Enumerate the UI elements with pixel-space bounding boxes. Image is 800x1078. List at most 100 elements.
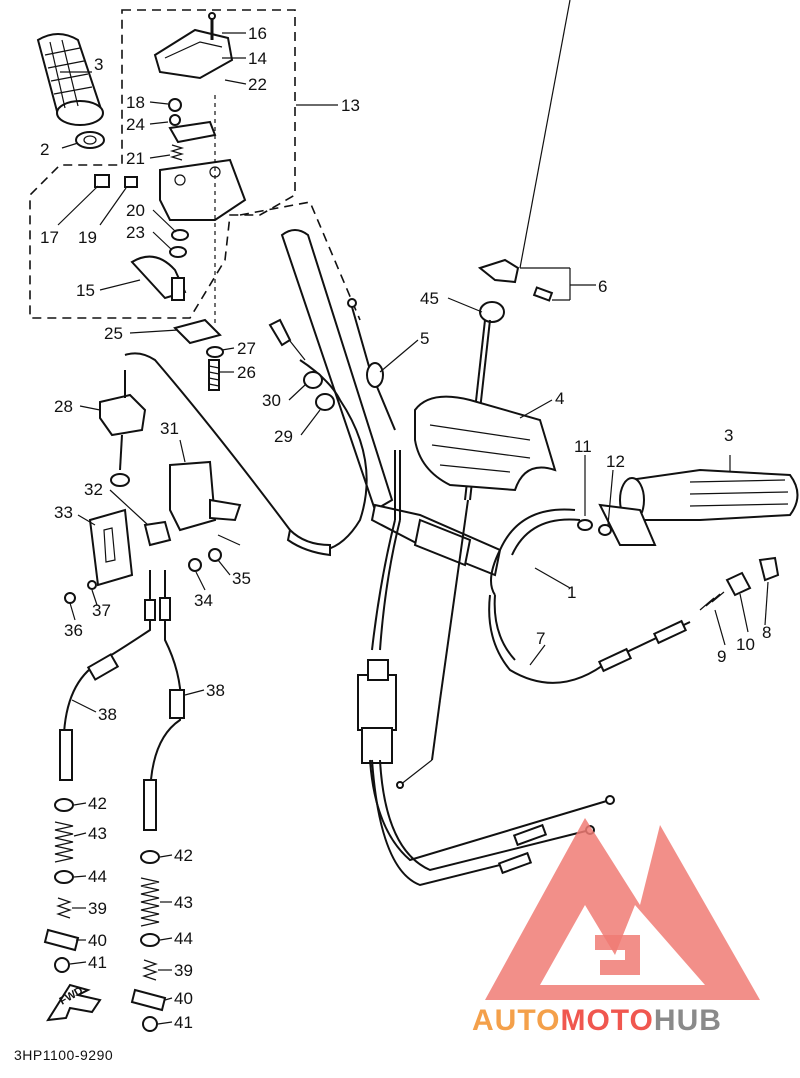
part-code: 3HP1100-9290 (14, 1047, 113, 1063)
handlebar (280, 229, 502, 577)
screws-34-35 (188, 548, 222, 572)
clamp-25 (173, 318, 222, 345)
callout-17: 17 (40, 228, 59, 247)
switch-assembly-boundary (29, 9, 296, 319)
brand-hub: HUB (654, 1004, 722, 1037)
left-grip (36, 33, 104, 126)
cable-29 (268, 318, 368, 557)
callout-7: 7 (536, 629, 545, 648)
callout-3-right: 3 (724, 426, 733, 445)
guide-line-1 (239, 201, 361, 321)
callout-1: 1 (567, 583, 576, 602)
lever-clip-6 (477, 258, 554, 302)
callout-29: 29 (274, 427, 293, 446)
callout-38-left: 38 (98, 705, 117, 724)
callout-16: 16 (248, 24, 267, 43)
washer-27 (206, 346, 224, 358)
callout-14: 14 (248, 49, 267, 68)
callout-37: 37 (92, 601, 111, 620)
part-32 (143, 520, 172, 547)
watermark-brand: AUTOMOTOHUB (472, 1004, 722, 1037)
svg-text:AUTOMOTOHUB: AUTOMOTOHUB (472, 1004, 722, 1037)
callout-42-right: 42 (174, 846, 193, 865)
callout-35: 35 (232, 569, 251, 588)
cable-7 (488, 594, 691, 684)
callout-42-left: 42 (88, 794, 107, 813)
cover-4 (414, 395, 557, 492)
callout-40-right: 40 (174, 989, 193, 1008)
callout-12: 12 (606, 452, 625, 471)
spring-21 (169, 144, 185, 161)
callout-34: 34 (194, 591, 213, 610)
spring-stack-right (130, 850, 167, 1032)
callout-41-right: 41 (174, 1013, 193, 1032)
callout-24: 24 (126, 115, 145, 134)
callout-26: 26 (237, 363, 256, 382)
callout-39-left: 39 (88, 899, 107, 918)
callout-25: 25 (104, 324, 123, 343)
screws-36-37 (64, 580, 97, 604)
callout-41-left: 41 (88, 953, 107, 972)
switch-wire (124, 352, 291, 531)
screw-16 (208, 12, 216, 40)
switch-28 (99, 370, 147, 487)
callout-21: 21 (126, 149, 145, 168)
callout-13: 13 (341, 96, 360, 115)
callout-28: 28 (54, 397, 73, 416)
callout-2: 2 (40, 140, 49, 159)
clip-10 (725, 571, 752, 597)
brand-moto: MOTO (560, 1004, 653, 1037)
spring-9 (699, 591, 725, 611)
callout-6: 6 (598, 277, 607, 296)
callout-45: 45 (420, 289, 439, 308)
choke-lever-15 (130, 255, 187, 301)
callout-27: 27 (237, 339, 256, 358)
bolt-26 (208, 359, 220, 391)
switch-31 (169, 460, 242, 532)
callout-3-left: 3 (94, 55, 103, 74)
callout-9: 9 (717, 647, 726, 666)
callout-labels: 16 14 22 13 3 18 24 2 21 17 19 20 23 15 … (40, 24, 771, 1032)
cable-5 (347, 298, 401, 520)
callout-11: 11 (574, 437, 592, 456)
callout-36: 36 (64, 621, 83, 640)
washer-20-23 (169, 229, 189, 258)
callout-18: 18 (126, 93, 145, 112)
callout-39-right: 39 (174, 961, 193, 980)
callout-38-right: 38 (206, 681, 225, 700)
callout-5: 5 (420, 329, 429, 348)
callout-4: 4 (555, 389, 564, 408)
callout-8: 8 (762, 623, 771, 642)
callout-30: 30 (262, 391, 281, 410)
callout-43-left: 43 (88, 824, 107, 843)
callout-44-right: 44 (174, 929, 193, 948)
callout-15: 15 (76, 281, 95, 300)
brand-auto: AUTO (472, 1004, 560, 1037)
callout-31: 31 (160, 419, 179, 438)
callout-19: 19 (78, 228, 97, 247)
cable-1 (490, 508, 612, 596)
callout-20: 20 (126, 201, 145, 220)
switch-lower-housing (159, 95, 247, 325)
cable-38-right (143, 570, 185, 831)
callout-40-left: 40 (88, 931, 107, 950)
leader-lines (57, 0, 769, 1025)
central-cables (357, 519, 615, 887)
callout-32: 32 (84, 480, 103, 499)
right-grip (598, 468, 799, 546)
grip-end-cap (75, 131, 105, 149)
callout-43-right: 43 (174, 893, 193, 912)
part-33 (88, 508, 134, 587)
fwd-arrow: FWD (46, 983, 102, 1022)
callout-23: 23 (126, 223, 145, 242)
screw-17 (94, 174, 138, 188)
callout-10: 10 (736, 635, 755, 654)
cable-38-left (59, 570, 156, 781)
switch-bracket (168, 98, 217, 144)
clip-8 (758, 556, 780, 582)
watermark-logo (485, 818, 760, 1000)
callout-33: 33 (54, 503, 73, 522)
callout-22: 22 (248, 75, 267, 94)
spring-stack-left (43, 798, 80, 973)
